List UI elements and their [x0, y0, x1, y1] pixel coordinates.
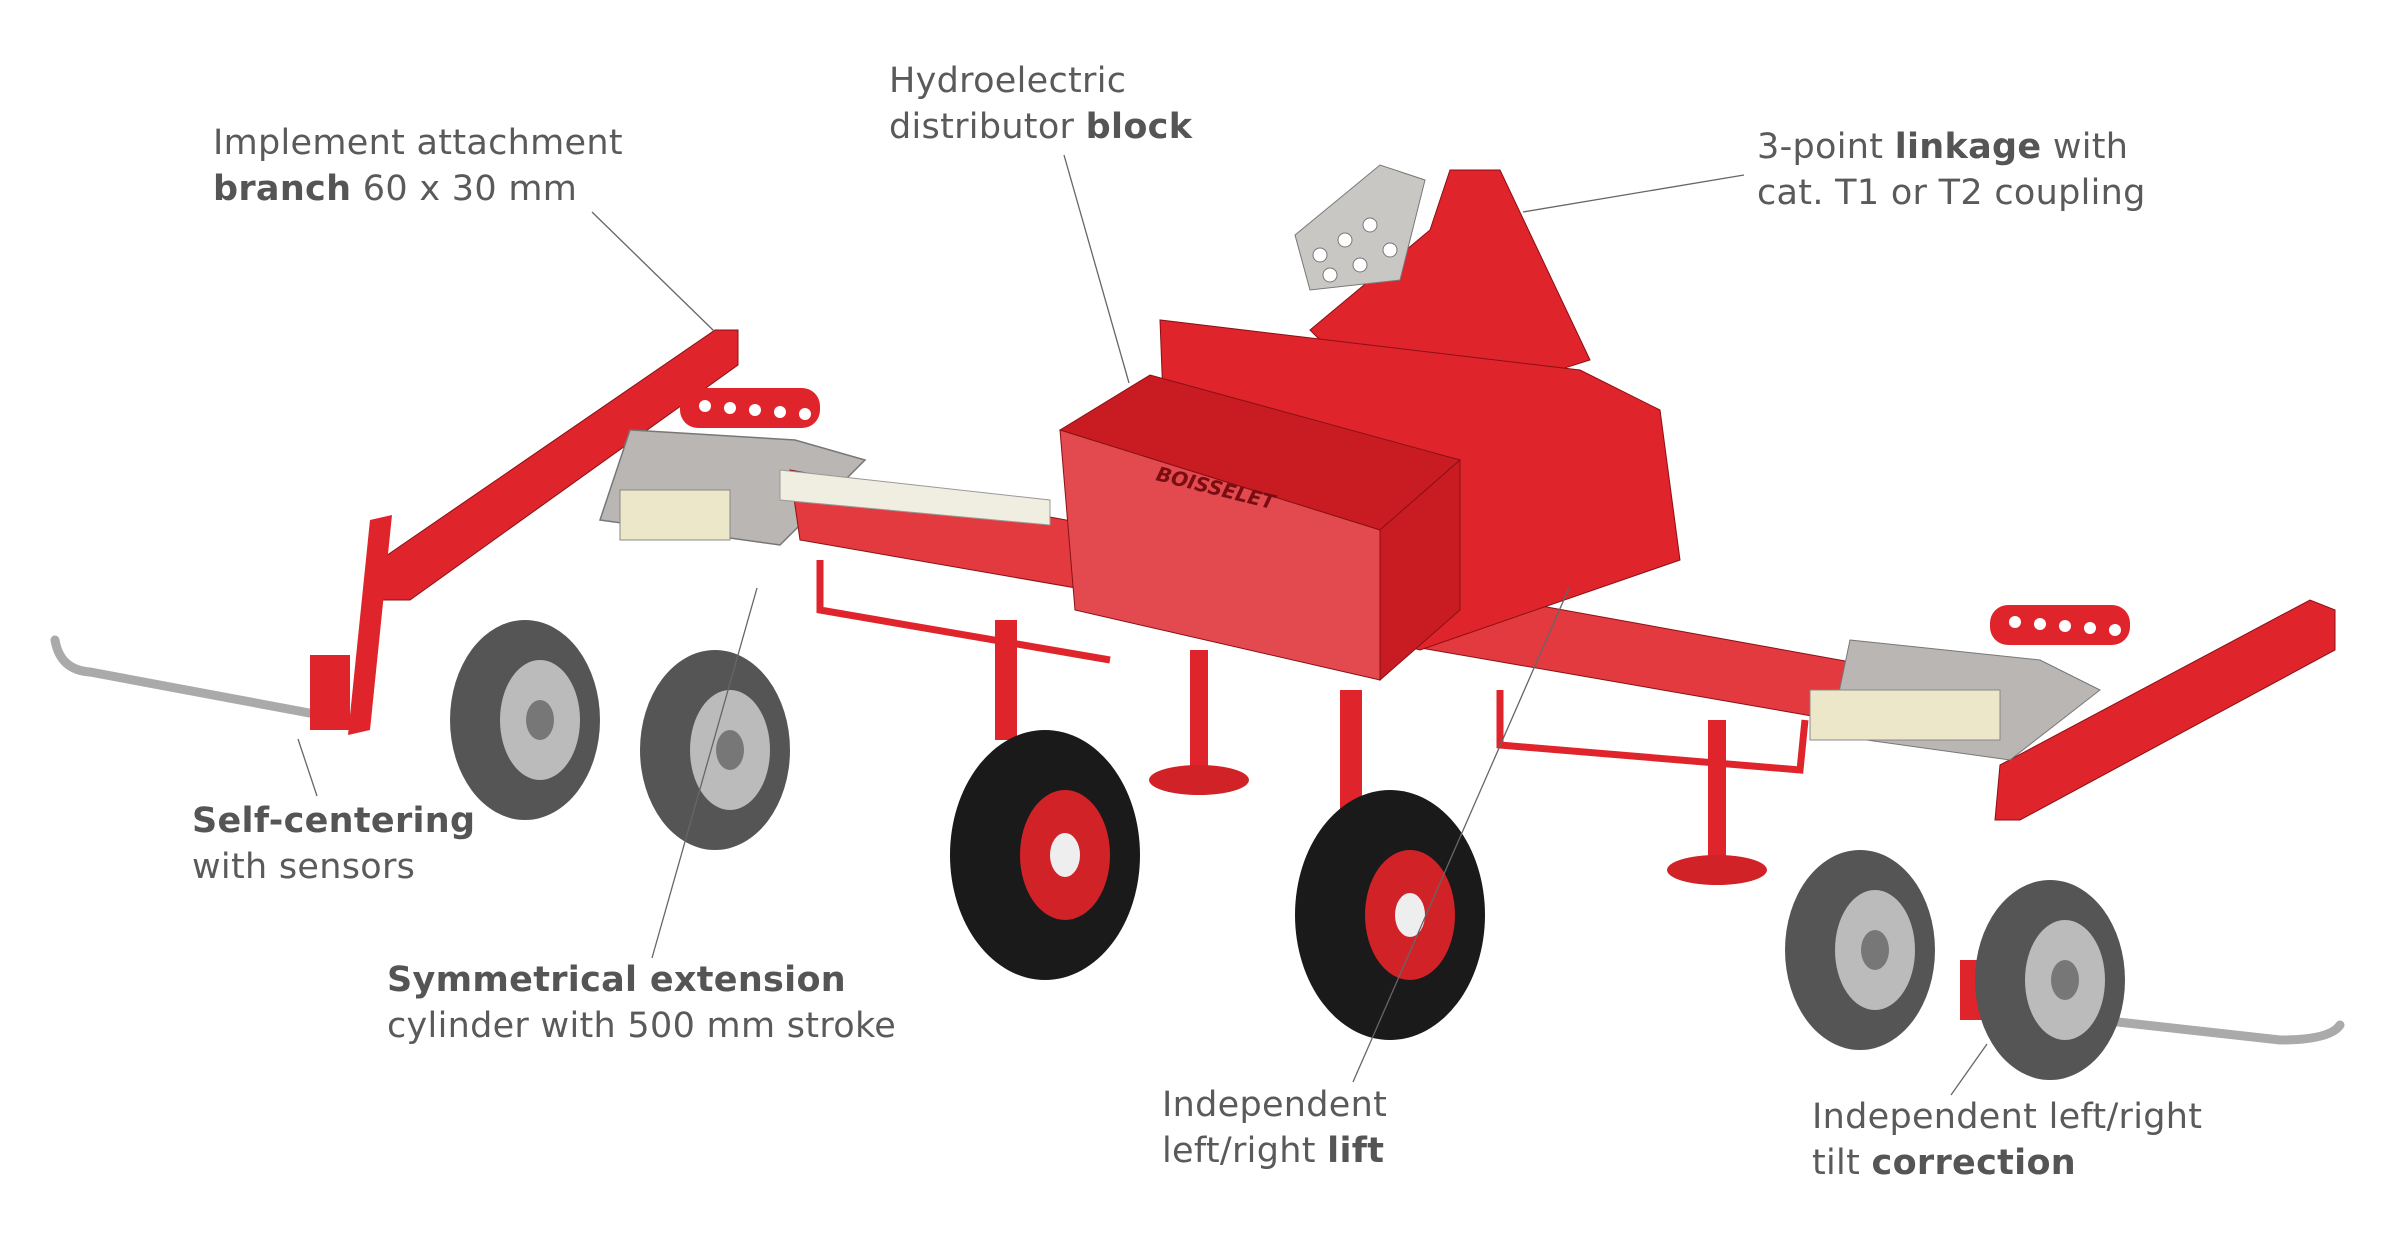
leader-line-self-centering	[297, 738, 318, 797]
stand-left	[1190, 650, 1208, 780]
callout-bold: lift	[1327, 1131, 1385, 1171]
right-sensor-rod	[2005, 1005, 2345, 1045]
callout-extension: Symmetrical extension cylinder with 500 …	[387, 957, 896, 1049]
callout-text: tilt	[1812, 1143, 1872, 1183]
leader-line-tilt	[1950, 1043, 1988, 1096]
left-vertical-strut	[348, 515, 392, 735]
right-attachment-branch	[1994, 599, 2336, 821]
callout-text: distributor	[889, 107, 1086, 147]
callout-line: branch 60 x 30 mm	[213, 166, 623, 212]
gauge-wheel	[640, 650, 790, 850]
callout-line: with sensors	[192, 847, 416, 887]
callout-bold: branch	[213, 169, 352, 209]
callout-line: 3-point linkage with	[1757, 124, 2146, 170]
callout-lift: Independent left/right lift	[1162, 1082, 1387, 1174]
leader-line-extension	[651, 587, 758, 959]
callout-linkage: 3-point linkage with cat. T1 or T2 coupl…	[1757, 124, 2146, 216]
callout-branch: Implement attachment branch 60 x 30 mm	[213, 120, 623, 212]
callout-line: cylinder with 500 mm stroke	[387, 1006, 897, 1046]
callout-line: Independent left/right	[1812, 1097, 2203, 1137]
leader-line-branch	[591, 211, 715, 332]
leader-line-lift	[1352, 587, 1570, 1083]
stand-foot-left	[1149, 765, 1249, 795]
leader-line-linkage	[1522, 174, 1745, 213]
callout-text: 60 x 30 mm	[351, 169, 578, 209]
leader-line-distributor	[1063, 154, 1130, 384]
gauge-wheel	[1785, 850, 1935, 1050]
distributor-block-side	[1379, 458, 1461, 682]
callout-bold: block	[1085, 107, 1193, 147]
stand-right	[1708, 720, 1726, 870]
callout-bold: correction	[1871, 1143, 2077, 1183]
callout-self-centering: Self-centering with sensors	[192, 798, 475, 890]
gauge-wheel	[1975, 880, 2125, 1080]
callout-line: Symmetrical extension	[387, 957, 896, 1003]
lift-leg-left	[995, 620, 1017, 740]
callout-line: distributor block	[889, 104, 1192, 150]
right-cylinder-block	[1809, 689, 2001, 741]
callout-distributor: Hydroelectric distributor block	[889, 58, 1192, 150]
linkage-plate	[1294, 164, 1426, 291]
callout-tilt: Independent left/right tilt correction	[1812, 1094, 2202, 1186]
lift-leg-right	[1340, 690, 1362, 810]
callout-line: Independent	[1162, 1085, 1388, 1125]
left-sensor-rod	[50, 635, 325, 720]
left-cylinder-block	[619, 489, 731, 541]
callout-bold: Self-centering	[192, 801, 476, 841]
extension-cylinder	[779, 469, 1051, 526]
main-wheel-right	[1295, 790, 1485, 1040]
callout-text: with	[2041, 127, 2129, 167]
callout-text: left/right	[1162, 1131, 1328, 1171]
callout-line: cat. T1 or T2 coupling	[1757, 173, 2146, 213]
callout-line: Implement attachment	[213, 123, 623, 163]
callout-line: Self-centering	[192, 798, 475, 844]
right-handle	[1496, 690, 1809, 774]
callout-line: tilt correction	[1812, 1140, 2202, 1186]
callout-bold: linkage	[1894, 127, 2042, 167]
callout-text: 3-point	[1757, 127, 1895, 167]
callout-line: left/right lift	[1162, 1128, 1387, 1174]
left-sensor	[310, 655, 350, 730]
callout-bold: Symmetrical extension	[387, 960, 847, 1000]
stand-foot-right	[1667, 855, 1767, 885]
callout-line: Hydroelectric	[889, 61, 1127, 101]
main-wheel-left	[950, 730, 1140, 980]
gauge-wheel	[450, 620, 600, 820]
